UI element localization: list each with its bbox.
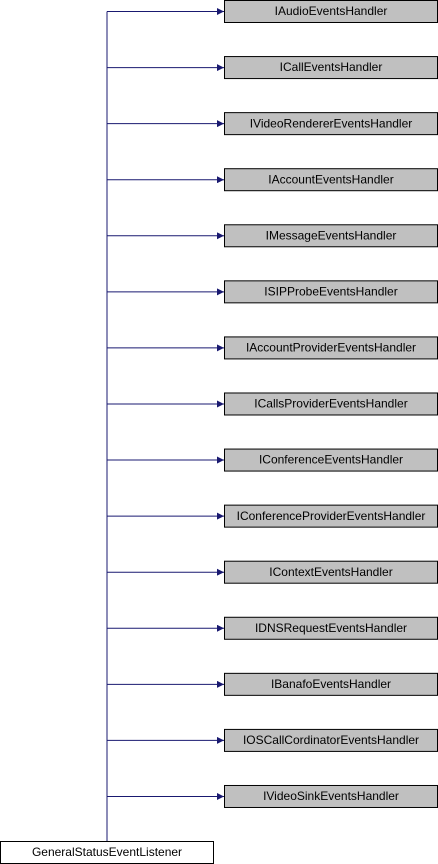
parent-class-label: ISIPProbeEventsHandler: [264, 285, 397, 299]
parent-class-label: IOSCallCordinatorEventsHandler: [243, 733, 419, 747]
parent-class-iaccountprovidereventshandler[interactable]: IAccountProviderEventsHandler: [224, 336, 438, 360]
parent-class-isipprobeeventshandler[interactable]: ISIPProbeEventsHandler: [224, 280, 438, 304]
parent-class-ivideorenderereventshandler[interactable]: IVideoRendererEventsHandler: [224, 112, 438, 136]
parent-class-label: IAudioEventsHandler: [275, 4, 388, 18]
parent-class-label: IDNSRequestEventsHandler: [255, 621, 407, 635]
parent-class-iaccounteventshandler[interactable]: IAccountEventsHandler: [224, 168, 438, 192]
parent-class-ivideosinkeventshandler[interactable]: IVideoSinkEventsHandler: [224, 784, 438, 808]
parent-class-iconferenceprovidereventshandler[interactable]: IConferenceProviderEventsHandler: [224, 504, 438, 528]
parent-class-label: ICallsProviderEventsHandler: [254, 397, 407, 411]
parent-classes: IAudioEventsHandlerICallEventsHandlerIVi…: [224, 0, 438, 808]
parent-class-label: IConferenceProviderEventsHandler: [237, 509, 426, 523]
parent-class-label: IMessageEventsHandler: [266, 228, 397, 242]
parent-class-iconferenceeventshandler[interactable]: IConferenceEventsHandler: [224, 448, 438, 472]
child-class-label: GeneralStatusEventListener: [32, 845, 182, 859]
parent-class-label: IAccountProviderEventsHandler: [246, 341, 416, 355]
parent-class-label: IVideoRendererEventsHandler: [250, 116, 413, 130]
parent-class-idnsrequesteventshandler[interactable]: IDNSRequestEventsHandler: [224, 616, 438, 640]
parent-class-icalleventshandler[interactable]: ICallEventsHandler: [224, 56, 438, 80]
parent-class-label: IContextEventsHandler: [269, 565, 392, 579]
parent-class-ioscallcordinatoreventshandler[interactable]: IOSCallCordinatorEventsHandler: [224, 728, 438, 752]
inheritance-edges: [106, 8, 224, 841]
parent-class-label: IConferenceEventsHandler: [259, 453, 403, 467]
parent-class-imessageeventshandler[interactable]: IMessageEventsHandler: [224, 224, 438, 248]
parent-class-label: IVideoSinkEventsHandler: [263, 789, 399, 803]
child-class: GeneralStatusEventListener: [0, 841, 214, 864]
parent-class-ibanafoeventshandler[interactable]: IBanafoEventsHandler: [224, 672, 438, 696]
parent-class-label: IBanafoEventsHandler: [271, 677, 391, 691]
parent-class-icontexteventshandler[interactable]: IContextEventsHandler: [224, 560, 438, 584]
parent-class-icallsprovidereventshandler[interactable]: ICallsProviderEventsHandler: [224, 392, 438, 416]
parent-class-iaudioeventshandler[interactable]: IAudioEventsHandler: [224, 0, 438, 23]
parent-class-label: IAccountEventsHandler: [268, 172, 393, 186]
parent-class-label: ICallEventsHandler: [280, 60, 383, 74]
